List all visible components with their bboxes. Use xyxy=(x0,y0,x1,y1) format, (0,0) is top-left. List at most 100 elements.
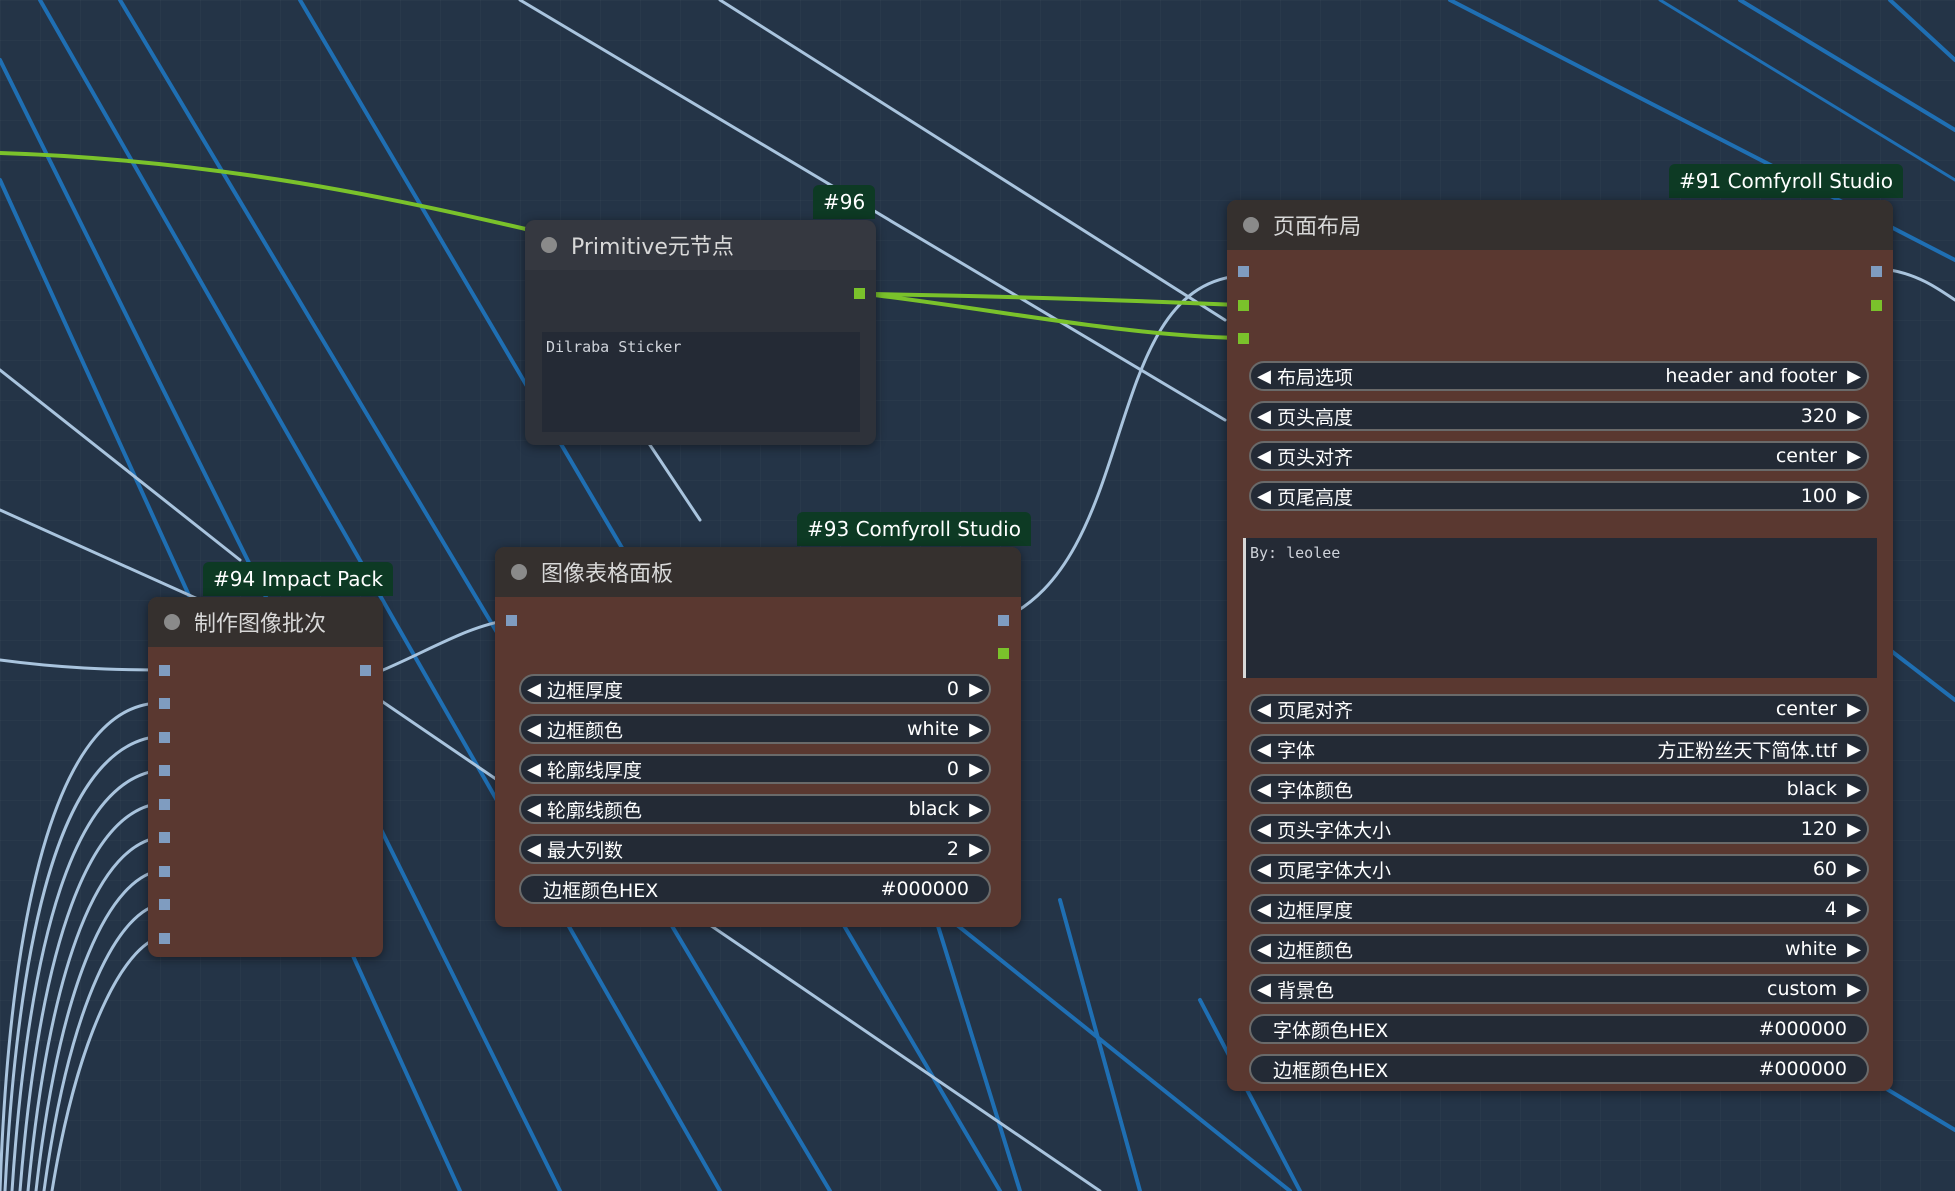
output-slot-string[interactable] xyxy=(998,648,1009,659)
decrement-arrow-icon[interactable]: ◀ xyxy=(527,758,541,780)
input-slot-image[interactable] xyxy=(159,698,170,709)
number-widget[interactable]: ◀ 边框厚度 4 ▶ xyxy=(1249,894,1869,924)
number-widget[interactable]: ◀ 页尾高度 100 ▶ xyxy=(1249,481,1869,511)
increment-arrow-icon[interactable]: ▶ xyxy=(1847,818,1861,840)
output-slot-string[interactable] xyxy=(1871,300,1882,311)
input-slot-image[interactable] xyxy=(159,933,170,944)
node-image-grid-panel[interactable]: 图像表格面板 ◀ 边框厚度 0 ▶ ◀ 边框颜色 white ▶ ◀ 轮廓线厚度… xyxy=(495,547,1021,927)
node-header[interactable]: 制作图像批次 xyxy=(148,597,383,647)
collapse-dot-icon[interactable] xyxy=(164,614,180,630)
node-header[interactable]: Primitive元节点 xyxy=(525,220,876,270)
number-widget[interactable]: ◀ 页头高度 320 ▶ xyxy=(1249,401,1869,431)
link-wire xyxy=(0,368,242,562)
increment-arrow-icon[interactable]: ▶ xyxy=(1847,445,1861,467)
collapse-dot-icon[interactable] xyxy=(1243,217,1259,233)
collapse-dot-icon[interactable] xyxy=(511,564,527,580)
decrement-arrow-icon[interactable]: ◀ xyxy=(527,838,541,860)
link-wire xyxy=(1888,268,1955,302)
input-slot-image[interactable] xyxy=(159,866,170,877)
increment-arrow-icon[interactable]: ▶ xyxy=(1847,778,1861,800)
input-slot-images[interactable] xyxy=(506,615,517,626)
increment-arrow-icon[interactable]: ▶ xyxy=(1847,938,1861,960)
input-slot-image[interactable] xyxy=(159,665,170,676)
increment-arrow-icon[interactable]: ▶ xyxy=(1847,698,1861,720)
increment-arrow-icon[interactable]: ▶ xyxy=(969,678,983,700)
decrement-arrow-icon[interactable]: ◀ xyxy=(1257,365,1271,387)
decrement-arrow-icon[interactable]: ◀ xyxy=(527,678,541,700)
decrement-arrow-icon[interactable]: ◀ xyxy=(1257,778,1271,800)
link-wire xyxy=(718,0,1227,322)
combo-widget[interactable]: ◀ 轮廓线颜色 black ▶ xyxy=(519,794,991,824)
decrement-arrow-icon[interactable]: ◀ xyxy=(1257,978,1271,1000)
text-widget[interactable]: Dilraba Sticker xyxy=(542,332,860,432)
input-slot-image[interactable] xyxy=(159,765,170,776)
link-wire xyxy=(1058,898,1142,1191)
output-slot-image[interactable] xyxy=(360,665,371,676)
input-slot-string[interactable] xyxy=(1238,300,1249,311)
decrement-arrow-icon[interactable]: ◀ xyxy=(1257,738,1271,760)
increment-arrow-icon[interactable]: ▶ xyxy=(1847,858,1861,880)
input-slot-image[interactable] xyxy=(159,732,170,743)
node-header[interactable]: 页面布局 xyxy=(1227,200,1893,250)
decrement-arrow-icon[interactable]: ◀ xyxy=(527,798,541,820)
input-slot-image[interactable] xyxy=(159,832,170,843)
combo-widget[interactable]: ◀ 轮廓线厚度 0 ▶ xyxy=(519,754,991,784)
link-wire xyxy=(1198,998,1302,1191)
node-header[interactable]: 图像表格面板 xyxy=(495,547,1021,597)
input-slot-image[interactable] xyxy=(159,799,170,810)
link-wire xyxy=(3,734,165,1191)
link-wire xyxy=(864,292,1240,307)
increment-arrow-icon[interactable]: ▶ xyxy=(1847,485,1861,507)
node-id-badge: #94 Impact Pack xyxy=(203,562,394,596)
output-slot-string[interactable] xyxy=(854,288,865,299)
increment-arrow-icon[interactable]: ▶ xyxy=(1847,365,1861,387)
link-wire xyxy=(1658,0,1955,182)
combo-widget[interactable]: ◀ 字体颜色 black ▶ xyxy=(1249,774,1869,804)
collapse-dot-icon[interactable] xyxy=(541,237,557,253)
decrement-arrow-icon[interactable]: ◀ xyxy=(1257,445,1271,467)
node-page-layout[interactable]: 页面布局 ◀ 布局选项 header and footer ▶ ◀ 页头高度 3… xyxy=(1227,200,1893,1091)
link-wire xyxy=(10,768,165,1191)
decrement-arrow-icon[interactable]: ◀ xyxy=(527,718,541,740)
increment-arrow-icon[interactable]: ▶ xyxy=(1847,738,1861,760)
increment-arrow-icon[interactable]: ▶ xyxy=(1847,898,1861,920)
increment-arrow-icon[interactable]: ▶ xyxy=(1847,978,1861,1000)
combo-widget[interactable]: ◀ 最大列数 2 ▶ xyxy=(519,834,991,864)
increment-arrow-icon[interactable]: ▶ xyxy=(969,718,983,740)
combo-widget[interactable]: ◀ 页尾对齐 center ▶ xyxy=(1249,694,1869,724)
decrement-arrow-icon[interactable]: ◀ xyxy=(1257,485,1271,507)
decrement-arrow-icon[interactable]: ◀ xyxy=(1257,898,1271,920)
decrement-arrow-icon[interactable]: ◀ xyxy=(1257,858,1271,880)
link-wire xyxy=(864,292,1240,340)
combo-widget[interactable]: ◀ 边框颜色 white ▶ xyxy=(1249,934,1869,964)
decrement-arrow-icon[interactable]: ◀ xyxy=(1257,405,1271,427)
footer-text-widget[interactable]: By: leolee xyxy=(1243,538,1877,678)
text-input-widget[interactable]: 边框颜色HEX #000000 xyxy=(519,874,991,904)
combo-widget[interactable]: ◀ 布局选项 header and footer ▶ xyxy=(1249,361,1869,391)
increment-arrow-icon[interactable]: ▶ xyxy=(969,838,983,860)
increment-arrow-icon[interactable]: ▶ xyxy=(969,758,983,780)
input-slot-string[interactable] xyxy=(1238,333,1249,344)
combo-widget[interactable]: ◀ 边框颜色 white ▶ xyxy=(519,714,991,744)
input-slot-image[interactable] xyxy=(159,899,170,910)
number-widget[interactable]: ◀ 页头字体大小 120 ▶ xyxy=(1249,814,1869,844)
number-widget[interactable]: ◀ 页尾字体大小 60 ▶ xyxy=(1249,854,1869,884)
output-slot-image[interactable] xyxy=(998,615,1009,626)
text-input-widget[interactable]: 边框颜色HEX #000000 xyxy=(1249,1054,1869,1084)
decrement-arrow-icon[interactable]: ◀ xyxy=(1257,938,1271,960)
decrement-arrow-icon[interactable]: ◀ xyxy=(1257,698,1271,720)
combo-widget[interactable]: ◀ 字体 方正粉丝天下简体.ttf ▶ xyxy=(1249,734,1869,764)
increment-arrow-icon[interactable]: ▶ xyxy=(969,798,983,820)
node-make-image-batch[interactable]: 制作图像批次 xyxy=(148,597,383,957)
increment-arrow-icon[interactable]: ▶ xyxy=(1847,405,1861,427)
input-slot-image[interactable] xyxy=(1238,266,1249,277)
combo-widget[interactable]: ◀ 背景色 custom ▶ xyxy=(1249,974,1869,1004)
combo-widget[interactable]: ◀ 页头对齐 center ▶ xyxy=(1249,441,1869,471)
decrement-arrow-icon[interactable]: ◀ xyxy=(1257,818,1271,840)
link-wire xyxy=(118,0,832,1191)
output-slot-image[interactable] xyxy=(1871,266,1882,277)
node-primitive[interactable]: Primitive元节点 Dilraba Sticker xyxy=(525,220,876,445)
combo-widget[interactable]: ◀ 边框厚度 0 ▶ xyxy=(519,674,991,704)
text-input-widget[interactable]: 字体颜色HEX #000000 xyxy=(1249,1014,1869,1044)
